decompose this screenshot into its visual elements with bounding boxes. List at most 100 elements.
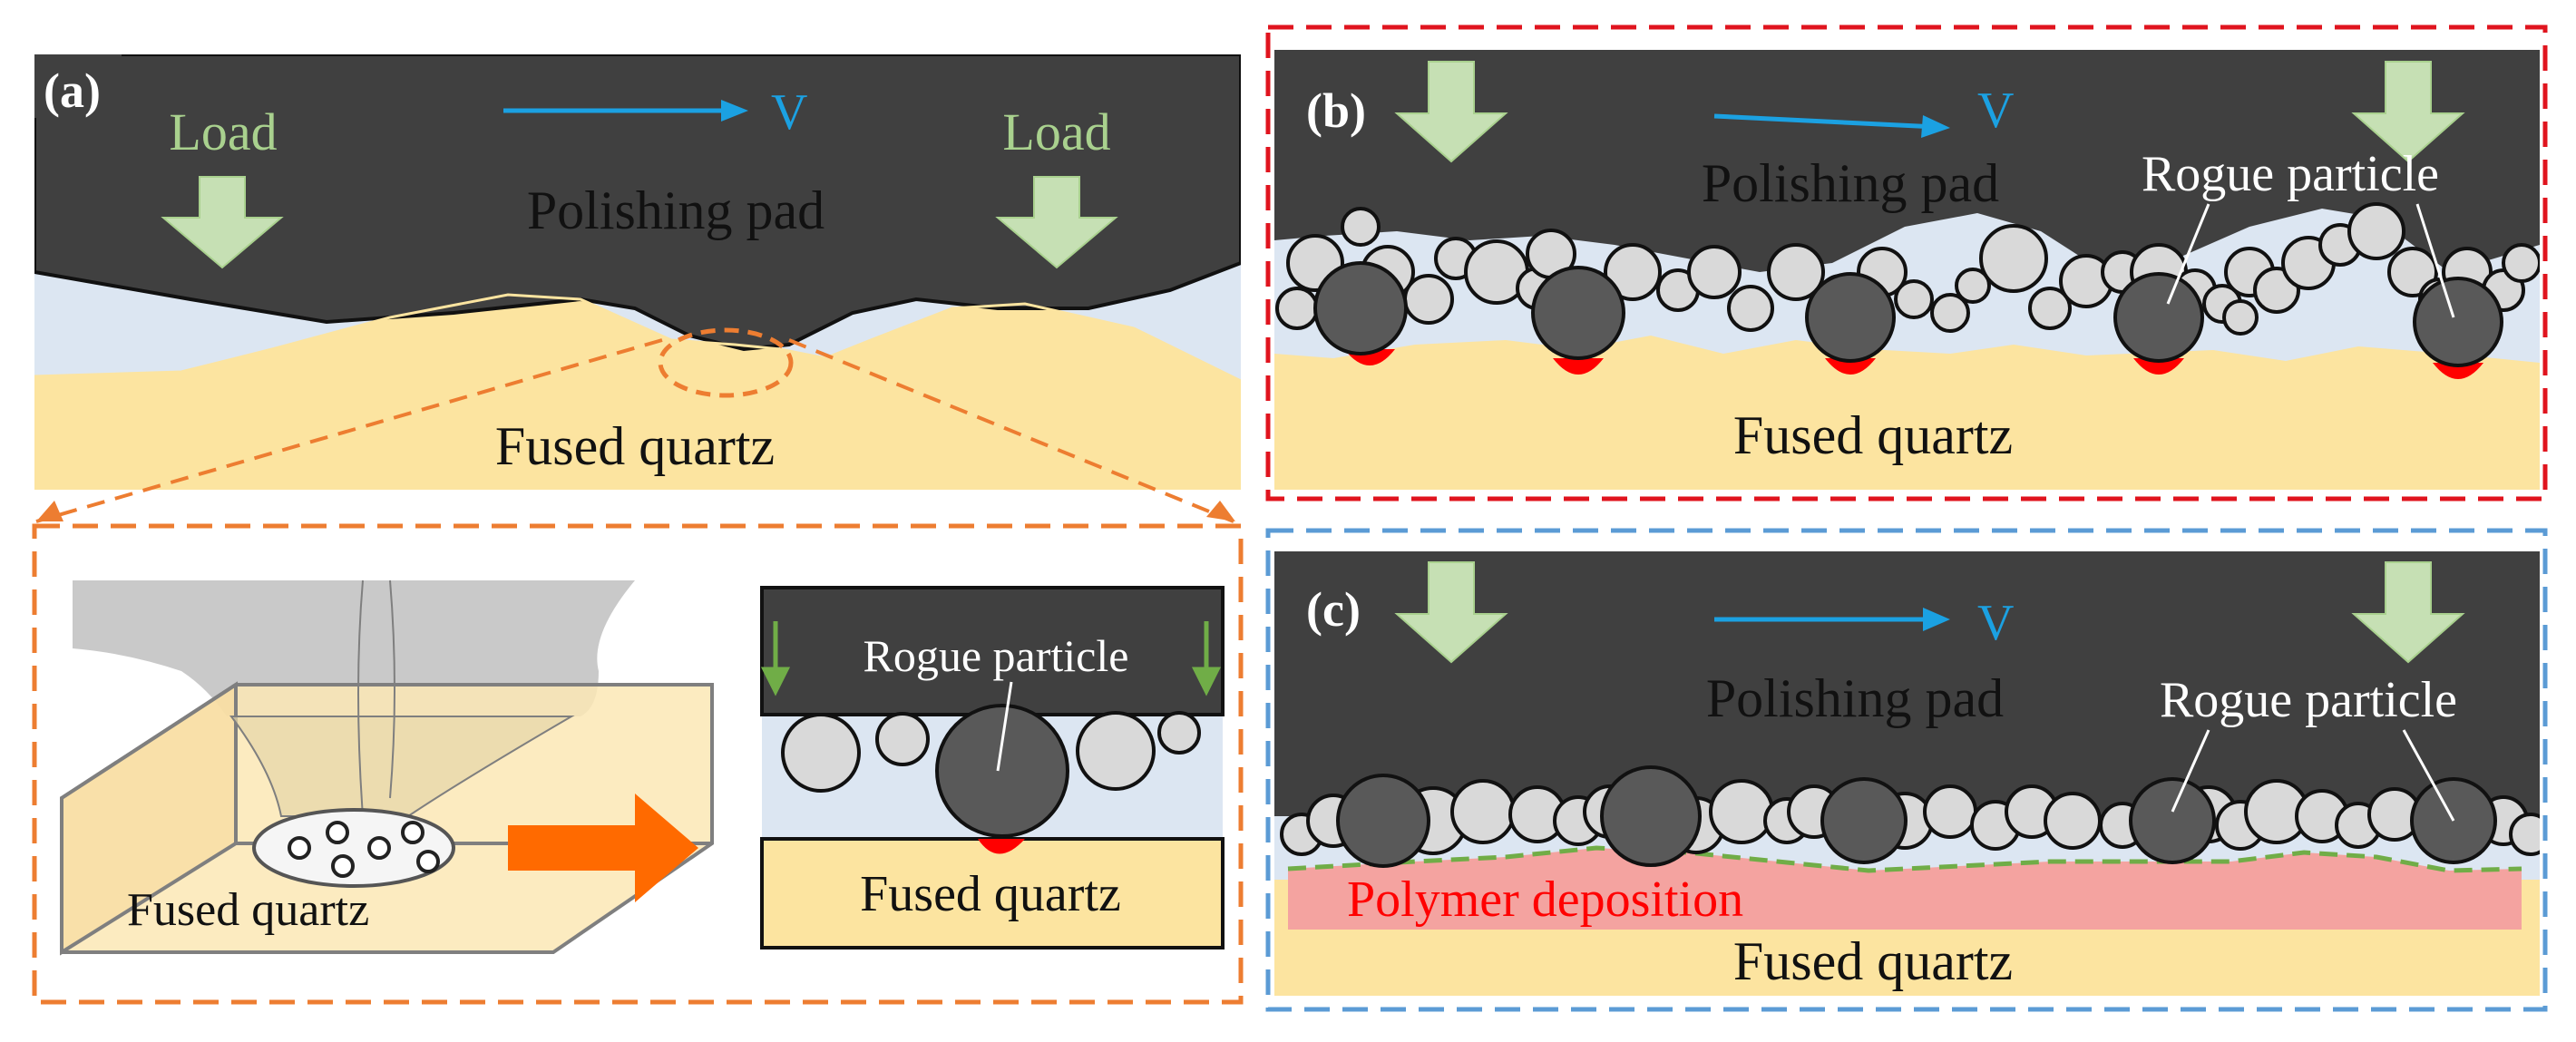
inset-pad	[760, 586, 1225, 716]
rogue-particle	[2113, 272, 2204, 363]
abrasive-particle	[2044, 792, 2102, 850]
pit-particles	[288, 821, 440, 878]
panel-tag-bg	[1274, 50, 1361, 113]
zoom-guide-left	[35, 338, 663, 523]
damage-mark	[1825, 358, 1876, 375]
inset-load-right-icon	[1191, 621, 1222, 696]
zoom-guide-right	[788, 338, 1234, 523]
rogue-particle	[1600, 765, 1702, 867]
abrasive-particle	[1403, 274, 1454, 325]
velocity-label: V	[1977, 83, 2014, 139]
rogue-particle	[1531, 266, 1625, 360]
load-label-right: Load	[1002, 102, 1110, 161]
rogue-particle	[1820, 777, 1908, 864]
panel-tag-bg	[34, 54, 122, 118]
abrasive-particle	[2387, 247, 2438, 297]
rogue-particle	[1805, 272, 1896, 363]
abrasive-particle	[1604, 243, 1662, 301]
rogue-particle	[2413, 277, 2503, 367]
fused-quartz-label: Fused quartz	[1733, 931, 2013, 991]
abrasive-particle	[1709, 779, 1774, 844]
polishing-pad-label: Polishing pad	[1702, 153, 1999, 213]
panel-b-rogues	[1313, 261, 2503, 367]
panel-tag-bg	[1274, 551, 1361, 615]
zoom-guide-left-head	[36, 501, 63, 521]
panel-c: V Polishing pad Rogue particle Polymer d…	[1265, 528, 2548, 1012]
abrasive-particle	[1923, 784, 1977, 839]
damage-mark	[1553, 358, 1604, 375]
abrasive-particle	[781, 713, 861, 793]
inset-rogue-label: Rogue particle	[864, 630, 1129, 681]
velocity-arrowhead-icon	[1921, 115, 1950, 138]
fused-quartz-label: Fused quartz	[495, 416, 775, 476]
abrasive-particle	[1687, 245, 1742, 299]
abrasive-particle	[1727, 285, 1774, 332]
load-arrow-icon	[2351, 61, 2465, 163]
panel-b: V Polishing pad Rogue particle Fused qua…	[1265, 24, 2548, 502]
load-arrow-icon	[2351, 561, 2465, 664]
rogue-pointer	[996, 681, 1013, 772]
inset-quartz-label-3d: Fused quartz	[127, 884, 369, 936]
abrasive-particle	[1275, 287, 1319, 330]
inset-panel: Fused quartz Rogue particle Fused quartz	[32, 523, 1244, 1005]
abrasive-particle	[1157, 711, 1201, 755]
damage-mark	[2133, 358, 2184, 375]
transition-arrow-icon	[508, 794, 698, 902]
abrasive-particle	[1076, 711, 1156, 791]
inset-quartz-label-2d: Fused quartz	[860, 866, 1121, 922]
abrasive-particle	[2028, 287, 2072, 330]
velocity-arrowhead-icon	[1923, 608, 1950, 631]
abrasive-particle	[1979, 224, 2048, 293]
abrasive-particle	[1450, 779, 1516, 844]
pit-particle	[331, 854, 355, 878]
load-arrow-icon	[1394, 561, 1508, 664]
panel-b-damage	[1344, 349, 2483, 379]
pit-particle	[416, 850, 440, 873]
abrasive-particle	[875, 712, 930, 766]
pad-edge-curve-1	[357, 579, 364, 817]
rogue-particle-label: Rogue particle	[2160, 672, 2457, 728]
abrasive-particle	[1767, 243, 1825, 301]
inset-quartz	[760, 837, 1225, 949]
rogue-pointer	[2171, 729, 2210, 813]
zoom-guide-right-head	[1206, 501, 1235, 521]
panel-c-rogues	[1336, 765, 2497, 868]
fused-quartz-label: Fused quartz	[1733, 405, 2013, 465]
rogue-particle	[935, 704, 1069, 838]
load-arrow-right-icon	[995, 176, 1118, 269]
load-label-left: Load	[169, 102, 277, 161]
pit-particle	[367, 836, 391, 860]
slurry-layer	[34, 263, 1241, 381]
pit-ellipse	[252, 808, 455, 888]
rogue-pointer	[2166, 203, 2210, 305]
damage-mark	[978, 839, 1025, 854]
abrasive-particle	[1930, 293, 1970, 333]
pit-particle	[326, 821, 349, 844]
rogue-pointer	[2402, 729, 2455, 822]
polymer-deposition-label: Polymer deposition	[1347, 872, 1743, 928]
inset-abrasives	[781, 711, 1201, 793]
pit-particle	[401, 821, 424, 844]
abrasive-particle	[1341, 207, 1381, 247]
panel-tag-c: (c)	[1306, 582, 1361, 637]
velocity-arrowhead-icon	[721, 100, 748, 122]
zoom-region-ellipse	[658, 327, 794, 398]
rogue-particle	[1313, 261, 1408, 355]
panel-tag-a: (a)	[44, 63, 101, 118]
inset-load-left-icon	[760, 621, 791, 696]
rogue-particle-label: Rogue particle	[2142, 146, 2439, 202]
load-arrow-left-icon	[161, 176, 284, 269]
load-arrow-icon	[1394, 61, 1508, 163]
polymer-deposition-layer	[1288, 848, 2522, 930]
panel-b-abrasives	[1275, 202, 2540, 336]
panel-a: Load Load V Polishing pad Fused quartz (…	[34, 54, 1241, 490]
polishing-pad-label: Polishing pad	[1706, 668, 2004, 728]
velocity-arrow-icon	[1713, 113, 1937, 130]
pit-funnel	[229, 716, 575, 817]
pit-particle	[288, 836, 311, 860]
abrasive-particle	[2509, 813, 2540, 856]
panel-b-frame	[1265, 24, 2548, 502]
velocity-label: V	[1977, 595, 2014, 651]
polishing-pad	[1274, 50, 2540, 272]
